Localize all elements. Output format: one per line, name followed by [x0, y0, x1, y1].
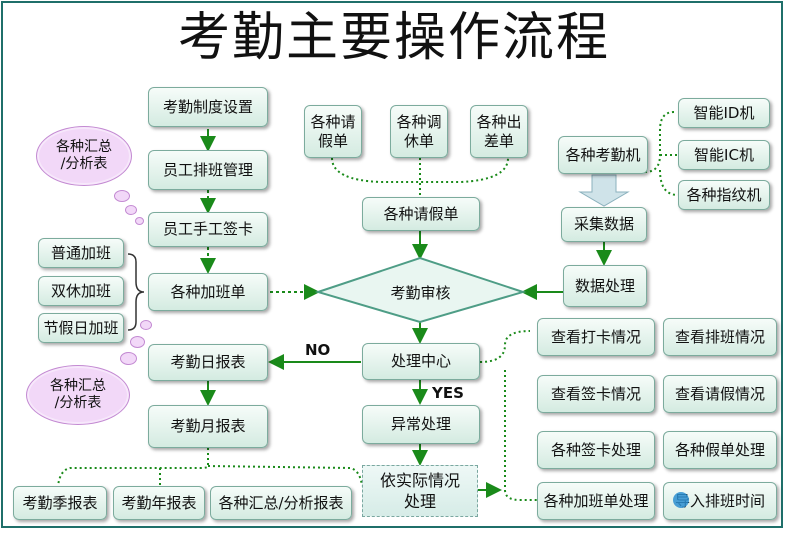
machine-0: 智能ID机 [678, 98, 770, 128]
overtime-type-0: 普通加班 [38, 238, 124, 268]
report-0: 考勤季报表 [13, 486, 107, 520]
yi-shiji-box: 依实际情况 处理 [362, 465, 478, 517]
caiji-box: 采集数据 [561, 207, 647, 242]
report-1: 考勤年报表 [113, 486, 205, 520]
leave-type-0: 各种请 假单 [304, 105, 362, 158]
yichang-box: 异常处理 [362, 405, 480, 444]
handler-0: 查看打卡情况 [537, 318, 655, 356]
qingjia-dan-box: 各种请假单 [362, 197, 480, 231]
handler-5: 各种假单处理 [663, 431, 777, 469]
no-label: NO [305, 341, 331, 359]
overtime-type-1: 双休加班 [38, 276, 124, 306]
cloud-bubble [140, 320, 152, 330]
handler-3: 查看请假情况 [663, 375, 777, 413]
handler-6: 各种加班单处理 [537, 482, 655, 520]
watermark-logo [673, 488, 777, 522]
handler-2: 查看签卡情况 [537, 375, 655, 413]
cloud-bubble [114, 190, 130, 202]
summary-cloud-bottom: 各种汇总 /分析表 [26, 365, 130, 425]
yue-baobiao-box: 考勤月报表 [148, 405, 268, 448]
cloud-bubble [125, 205, 137, 215]
summary-cloud-top: 各种汇总 /分析表 [36, 126, 132, 186]
kaoqin-ji-box: 各种考勤机 [558, 136, 648, 174]
chuli-zhongxin-box: 处理中心 [362, 343, 480, 380]
shuju-chuli-box: 数据处理 [563, 265, 647, 307]
jiaban-dan-box: 各种加班单 [148, 273, 268, 311]
leave-type-1: 各种调 休单 [390, 105, 448, 158]
machine-2: 各种指纹机 [678, 180, 770, 210]
diagram-title: 考勤主要操作流程 [177, 8, 610, 68]
cloud-bubble [130, 336, 145, 348]
leave-type-2: 各种出 差单 [470, 105, 528, 158]
overtime-type-2: 节假日加班 [38, 313, 124, 343]
yuangong-qianka-box: 员工手工签卡 [148, 212, 268, 247]
handler-1: 查看排班情况 [663, 318, 777, 356]
shenhe-diamond-label: 考勤审核 [390, 283, 451, 302]
machine-1: 智能IC机 [678, 140, 770, 170]
yes-label: YES [432, 384, 464, 402]
brand-logo-icon [673, 492, 689, 508]
kaoqin-zhidu-box: 考勤制度设置 [148, 87, 268, 127]
yuangong-paiban-box: 员工排班管理 [148, 150, 268, 190]
report-2: 各种汇总/分析报表 [210, 486, 352, 520]
ri-baobiao-box: 考勤日报表 [148, 344, 268, 381]
cloud-bubble [135, 217, 144, 225]
handler-4: 各种签卡处理 [537, 431, 655, 469]
cloud-bubble [120, 352, 137, 365]
